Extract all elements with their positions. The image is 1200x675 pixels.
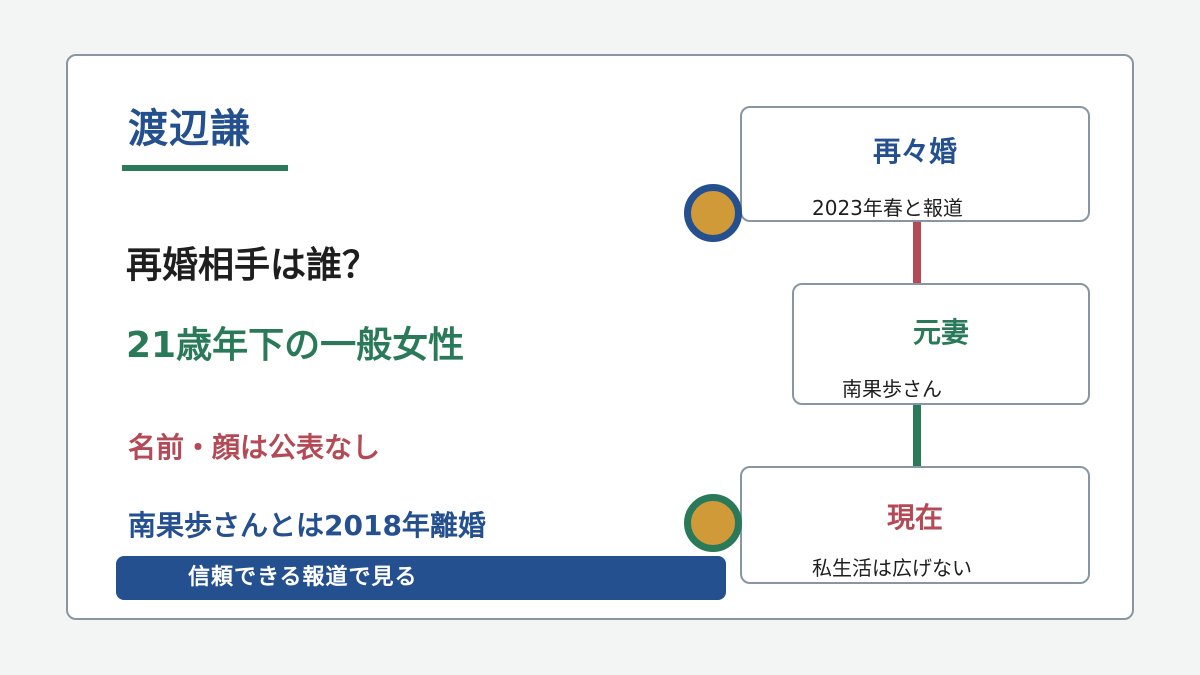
timeline-title: 再々婚	[872, 135, 957, 168]
timeline-box-present: 現在 私生活は広げない	[740, 466, 1090, 584]
timeline-subtitle: 南果歩さん	[842, 377, 942, 401]
divorce-note: 南果歩さんとは2018年離婚	[128, 509, 486, 542]
timeline-box-remarriage: 再々婚 2023年春と報道	[740, 106, 1090, 222]
privacy-note: 名前・顔は公表なし	[128, 431, 381, 464]
name-underline	[122, 165, 288, 171]
timeline-connector-1	[913, 222, 921, 283]
timeline-box-ex-wife: 元妻 南果歩さん	[792, 283, 1090, 405]
answer-text: 21歳年下の一般女性	[126, 325, 465, 366]
timeline-subtitle: 2023年春と報道	[812, 196, 963, 220]
timeline-marker-top	[684, 184, 742, 242]
timeline-connector-2	[913, 405, 921, 466]
person-name: 渡辺謙	[128, 106, 251, 152]
question-heading: 再婚相手は誰？	[126, 245, 379, 286]
timeline-title: 元妻	[912, 316, 969, 349]
timeline-subtitle: 私生活は広げない	[812, 556, 972, 580]
reliable-reports-button[interactable]: 信頼できる報道で見る	[116, 556, 726, 600]
timeline-marker-bottom	[684, 494, 742, 552]
timeline-title: 現在	[886, 501, 943, 534]
